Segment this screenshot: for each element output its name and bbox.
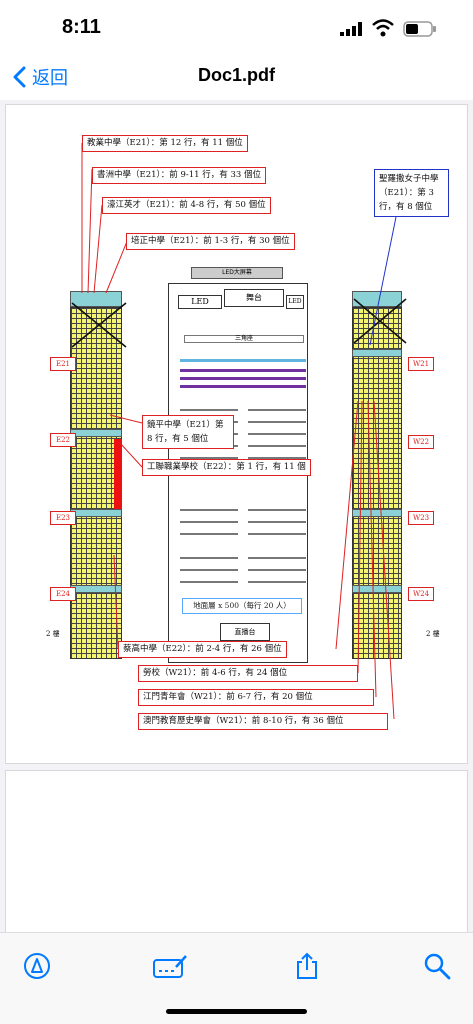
- top-led-screen: LED大屏幕: [191, 267, 283, 279]
- annotation-gonglian: 工聯職業學校（E22）：第 1 行，有 11 個: [142, 459, 311, 476]
- search-icon[interactable]: [422, 951, 452, 981]
- annotation-jingping: 鏡平中學（E21）第 8 行，有 5 個位: [142, 415, 234, 449]
- battery-icon: [403, 21, 436, 37]
- led-left-box: LED: [178, 295, 222, 309]
- center-row-r7: [248, 521, 306, 523]
- annotation-haojiang: 濠江英才（E21）：前 4-8 行，有 50 個位: [102, 197, 271, 214]
- center-row-r2: [248, 421, 306, 423]
- share-icon[interactable]: [292, 951, 322, 981]
- row-purple-2: [180, 377, 306, 380]
- center-row-r10: [248, 569, 306, 571]
- center-row-l10: [180, 569, 238, 571]
- chevron-left-icon: [13, 66, 26, 88]
- annotation-jiangmen: 江門青年會（W21）：前 6-7 行，有 20 個位: [138, 689, 374, 706]
- annotation-peizheng: 培正中學（E21）：前 1-3 行，有 30 個位: [126, 233, 295, 250]
- section-tag-e21: E21: [50, 357, 76, 371]
- section-tag-e22: E22: [50, 433, 76, 447]
- center-row-r8: [248, 533, 306, 535]
- floor-label-right: 2 樓: [426, 630, 440, 638]
- center-row-r11: [248, 581, 306, 583]
- seat-block-right: [352, 307, 402, 659]
- document-title: Doc1.pdf: [197, 65, 275, 85]
- center-row-l5: [180, 457, 238, 459]
- seat-block-right-aisle-3: [352, 585, 402, 593]
- cross-mark-right: [353, 298, 407, 344]
- annotation-yigao: 蔡高中學（E22）：前 2-4 行，有 26 個位: [118, 641, 287, 658]
- bottom-toolbar: [0, 932, 473, 1024]
- center-row-l9: [180, 557, 238, 559]
- seat-block-right-top: [352, 291, 402, 307]
- navigation-bar: 返回 Doc1.pdf: [0, 56, 473, 100]
- cellular-signal-icon: [340, 22, 362, 36]
- pdf-page-2: [5, 770, 468, 932]
- section-tag-w23: W23: [408, 511, 434, 525]
- center-row-r4: [248, 445, 306, 447]
- center-row-r9: [248, 557, 306, 559]
- document-scroll-area[interactable]: LED大屏幕 LED 舞台 LED 三角座: [0, 100, 473, 932]
- annotation-shengluo: 聖羅撒女子中學（E21）：第 3 行，有 8 個位: [374, 169, 449, 217]
- annotation-jiaoye: 教業中學（E21）：第 12 行，有 11 個位: [82, 135, 248, 152]
- wifi-icon: [372, 19, 394, 37]
- section-tag-w21: W21: [408, 357, 434, 371]
- center-row-l6: [180, 509, 238, 511]
- back-label: 返回: [32, 68, 68, 89]
- center-row-l11: [180, 581, 238, 583]
- triangle-seat-area: 三角座: [184, 335, 304, 343]
- center-row-r1: [248, 409, 306, 411]
- pen-markup-icon[interactable]: [22, 951, 52, 981]
- seat-block-right-aisle-1: [352, 349, 402, 357]
- annotation-shuzhou: 書洲中學（E21）：前 9-11 行，有 33 個位: [92, 167, 266, 184]
- seat-block-right-aisle-2: [352, 509, 402, 517]
- section-tag-e23: E23: [50, 511, 76, 525]
- signature-icon[interactable]: [152, 951, 188, 981]
- section-tag-w22: W22: [408, 435, 434, 449]
- back-button[interactable]: 返回: [12, 62, 68, 92]
- center-row-l1: [180, 409, 238, 411]
- ground-floor-label: 地面層 x 500（每行 20 人）: [182, 598, 302, 614]
- leader-lines: [81, 143, 397, 720]
- floor-label-left: 2 樓: [46, 630, 60, 638]
- center-row-r6: [248, 509, 306, 511]
- red-highlight-column: [114, 439, 122, 509]
- seat-block-left-top: [70, 291, 122, 307]
- row-sky: [180, 359, 306, 362]
- status-time: 8:11: [62, 16, 101, 38]
- annotation-aomen: 澳門教育歷史學會（W21）：前 8-10 行，有 36 個位: [138, 713, 388, 730]
- pdf-page-1: LED大屏幕 LED 舞台 LED 三角座: [5, 104, 468, 764]
- center-row-r5: [248, 457, 306, 459]
- row-purple-3: [180, 385, 306, 388]
- annotation-laoxiao: 勞校（W21）：前 4-6 行，有 24 個位: [138, 665, 358, 682]
- status-bar: 8:11: [0, 0, 473, 56]
- center-row-l7: [180, 521, 238, 523]
- stage-box: 舞台: [224, 289, 284, 307]
- center-row-r3: [248, 433, 306, 435]
- section-tag-e24: E24: [50, 587, 76, 601]
- section-tag-w24: W24: [408, 587, 434, 601]
- row-purple-1: [180, 369, 306, 372]
- home-indicator: [166, 1009, 307, 1014]
- cross-mark-left: [71, 302, 127, 348]
- center-row-l8: [180, 533, 238, 535]
- led-right-box: LED: [286, 295, 304, 309]
- broadcast-box: 直播台: [220, 623, 270, 641]
